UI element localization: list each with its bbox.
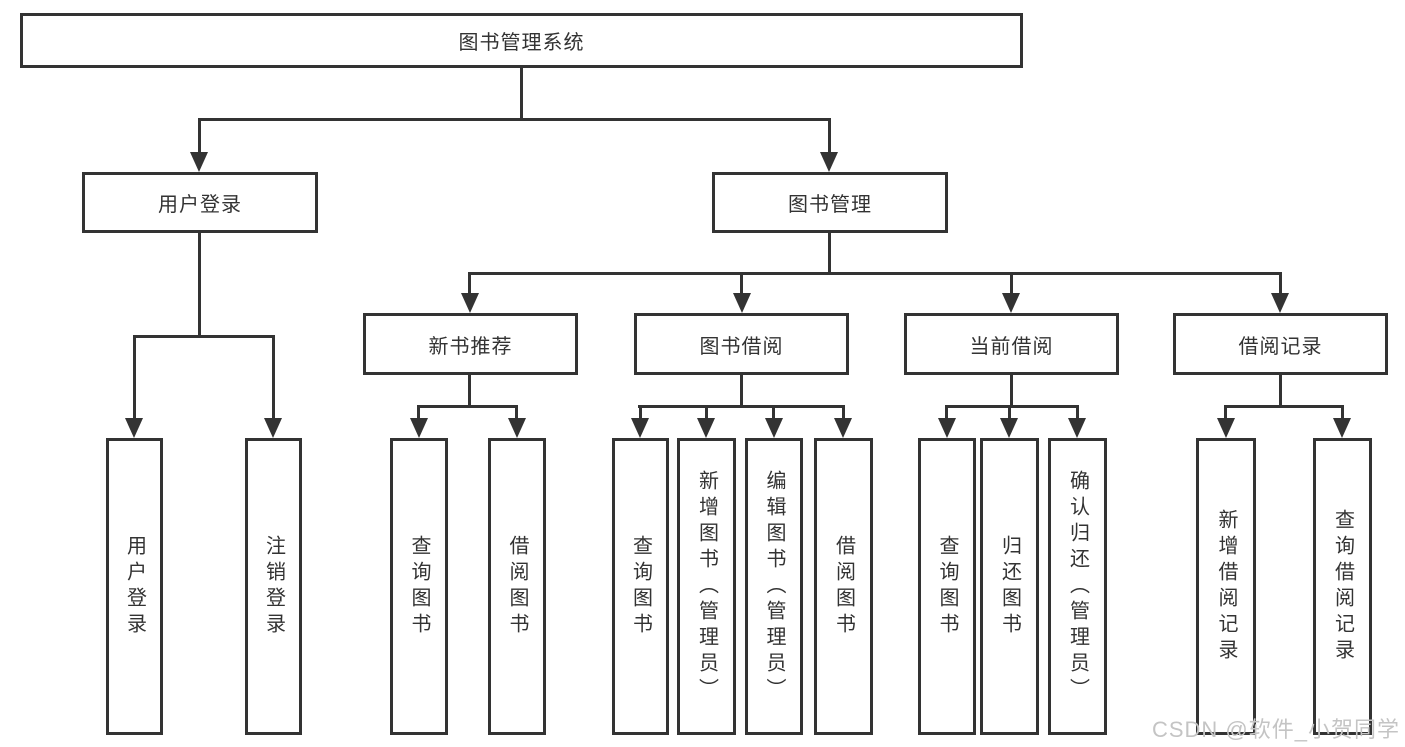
connector-borrow-records-bus [1224, 405, 1344, 408]
connector-book-management-stem [828, 233, 831, 272]
arrow-to-book-management [820, 152, 838, 172]
connector-user-login-bus [133, 335, 275, 338]
connector-current-borrow-child2-stem [1008, 405, 1011, 420]
connector-book-management-bus [468, 272, 1282, 275]
leaf-logout-label: 注销登录 [262, 534, 285, 639]
node-new-book-recommend: 新书推荐 [363, 313, 578, 375]
connector-book-borrow-stem [740, 375, 743, 405]
connector-to-current-borrow-stem [1010, 272, 1013, 295]
leaf-query-borrow-record: 查询借阅记录 [1313, 438, 1372, 735]
connector-to-book-borrow-stem [740, 272, 743, 295]
connector-book-borrow-child2-stem [705, 405, 708, 420]
arrow-book-borrow-child3 [765, 418, 783, 438]
connector-leaf-user-login-stem [133, 335, 136, 418]
node-book-borrow: 图书借阅 [634, 313, 849, 375]
connector-recommend-child2-stem [515, 405, 518, 420]
arrow-current-borrow-child2 [1000, 418, 1018, 438]
leaf-return-book: 归还图书 [980, 438, 1039, 735]
leaf-add-book-admin: 新增图书（管理员） [677, 438, 736, 735]
leaf-query-books-recommend-label: 查询图书 [408, 534, 430, 639]
connector-user-login-stem [198, 233, 201, 335]
csdn-watermark: CSDN @软件_小贺同学 [1151, 717, 1400, 742]
leaf-borrow-book-recommend: 借阅图书 [488, 438, 546, 735]
connector-recommend-stem [468, 375, 471, 405]
leaf-borrow-book-label: 借阅图书 [832, 534, 855, 639]
arrow-to-current-borrow [1002, 293, 1020, 313]
connector-to-recommend-stem [468, 272, 471, 295]
leaf-confirm-return-admin: 确认归还（管理员） [1048, 438, 1107, 735]
leaf-add-borrow-record: 新增借阅记录 [1196, 438, 1256, 735]
connector-book-borrow-child1-stem [639, 405, 642, 420]
connector-root-stem [520, 68, 523, 118]
leaf-user-login-label: 用户登录 [123, 534, 146, 639]
arrow-book-borrow-child1 [631, 418, 649, 438]
connector-current-borrow-child3-stem [1076, 405, 1079, 420]
connector-to-user-login-stem [198, 118, 201, 154]
arrow-book-borrow-child4 [834, 418, 852, 438]
leaf-borrow-book-recommend-label: 借阅图书 [506, 534, 528, 639]
leaf-borrow-book: 借阅图书 [814, 438, 873, 735]
arrow-to-recommend [461, 293, 479, 313]
leaf-user-login: 用户登录 [106, 438, 163, 735]
connector-current-borrow-bus [945, 405, 1079, 408]
node-borrow-records: 借阅记录 [1173, 313, 1388, 375]
arrow-leaf-user-login [125, 418, 143, 438]
connector-root-bus [198, 118, 831, 121]
leaf-add-book-admin-label: 新增图书（管理员） [695, 469, 718, 704]
connector-leaf-logout-stem [272, 335, 275, 418]
arrow-current-borrow-child3 [1068, 418, 1086, 438]
leaf-query-books-current-label: 查询图书 [936, 534, 958, 639]
node-user-login: 用户登录 [82, 172, 318, 233]
connector-to-book-management-stem [828, 118, 831, 154]
node-current-borrow: 当前借阅 [904, 313, 1119, 375]
arrow-borrow-records-child1 [1217, 418, 1235, 438]
arrow-to-user-login [190, 152, 208, 172]
leaf-edit-book-admin: 编辑图书（管理员） [745, 438, 803, 735]
connector-to-borrow-records-stem [1279, 272, 1282, 295]
arrow-leaf-logout [264, 418, 282, 438]
leaf-query-books-current: 查询图书 [918, 438, 976, 735]
leaf-return-book-label: 归还图书 [998, 534, 1021, 639]
connector-book-borrow-child4-stem [842, 405, 845, 420]
arrow-recommend-child1 [410, 418, 428, 438]
connector-borrow-records-child1-stem [1224, 405, 1227, 420]
leaf-query-books-borrow: 查询图书 [612, 438, 669, 735]
leaf-query-books-recommend: 查询图书 [390, 438, 448, 735]
connector-borrow-records-child2-stem [1341, 405, 1344, 420]
leaf-confirm-return-admin-label: 确认归还（管理员） [1066, 469, 1089, 704]
connector-current-borrow-child1-stem [945, 405, 948, 420]
arrow-recommend-child2 [508, 418, 526, 438]
connector-borrow-records-stem [1279, 375, 1282, 405]
connector-recommend-bus [417, 405, 518, 408]
leaf-query-books-borrow-label: 查询图书 [629, 534, 652, 639]
node-root-library-system: 图书管理系统 [20, 13, 1023, 68]
connector-book-borrow-child3-stem [772, 405, 775, 420]
leaf-logout: 注销登录 [245, 438, 302, 735]
leaf-edit-book-admin-label: 编辑图书（管理员） [763, 469, 785, 704]
connector-book-borrow-bus [638, 405, 844, 408]
arrow-to-borrow-records [1271, 293, 1289, 313]
leaf-add-borrow-record-label: 新增借阅记录 [1215, 508, 1237, 665]
arrow-current-borrow-child1 [938, 418, 956, 438]
arrow-to-book-borrow [733, 293, 751, 313]
arrow-book-borrow-child2 [697, 418, 715, 438]
node-book-management: 图书管理 [712, 172, 948, 233]
leaf-query-borrow-record-label: 查询借阅记录 [1331, 508, 1354, 665]
connector-current-borrow-stem [1010, 375, 1013, 405]
connector-recommend-child1-stem [417, 405, 420, 420]
arrow-borrow-records-child2 [1333, 418, 1351, 438]
